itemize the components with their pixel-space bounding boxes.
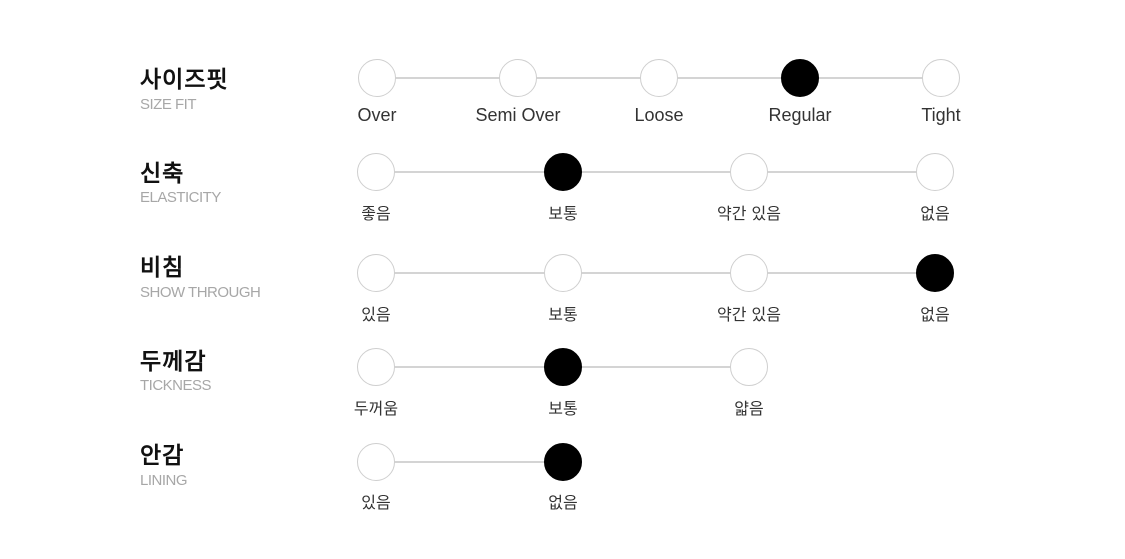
show-through-subtitle: SHOW THROUGH: [140, 284, 261, 301]
elasticity-track: [376, 171, 935, 173]
show-through-option-none[interactable]: [916, 254, 954, 292]
thickness-label-thin: 얇음: [734, 399, 764, 418]
elasticity-title: 신축: [140, 161, 185, 187]
elasticity-option-slight[interactable]: [730, 153, 768, 191]
show-through-option-yes[interactable]: [357, 254, 395, 292]
elasticity-option-none[interactable]: [916, 153, 954, 191]
thickness-label-normal: 보통: [548, 399, 578, 418]
size-fit-option-semi-over[interactable]: [499, 59, 537, 97]
show-through-label-none: 없음: [920, 305, 950, 324]
show-through-label-slight: 약간 있음: [717, 305, 781, 324]
lining-option-none[interactable]: [544, 443, 582, 481]
elasticity-label-normal: 보통: [548, 204, 578, 223]
size-fit-subtitle: SIZE FIT: [140, 96, 197, 113]
lining-track: [376, 461, 563, 463]
size-fit-option-over[interactable]: [358, 59, 396, 97]
show-through-track: [376, 272, 935, 274]
size-fit-option-tight[interactable]: [922, 59, 960, 97]
show-through-title: 비침: [140, 255, 185, 281]
lining-label-none: 없음: [548, 493, 578, 512]
elasticity-option-good[interactable]: [357, 153, 395, 191]
size-fit-label-loose: Loose: [634, 105, 684, 125]
lining-label-yes: 있음: [361, 493, 391, 512]
thickness-option-thin[interactable]: [730, 348, 768, 386]
show-through-label-normal: 보통: [548, 305, 578, 324]
thickness-option-thick[interactable]: [357, 348, 395, 386]
elasticity-label-none: 없음: [920, 204, 950, 223]
lining-subtitle: LINING: [140, 472, 188, 489]
size-fit-label-semi-over: Semi Over: [475, 105, 561, 125]
thickness-subtitle: TICKNESS: [140, 377, 212, 394]
elasticity-subtitle: ELASTICITY: [140, 189, 221, 206]
show-through-option-normal[interactable]: [544, 254, 582, 292]
thickness-option-normal[interactable]: [544, 348, 582, 386]
show-through-option-slight[interactable]: [730, 254, 768, 292]
size-fit-label-over: Over: [357, 105, 397, 125]
show-through-label-yes: 있음: [361, 305, 391, 324]
elasticity-option-normal[interactable]: [544, 153, 582, 191]
size-fit-label-tight: Tight: [921, 105, 961, 125]
thickness-title: 두께감: [140, 349, 207, 375]
size-fit-label-regular: Regular: [768, 105, 832, 125]
thickness-label-thick: 두꺼움: [353, 399, 399, 418]
lining-option-yes[interactable]: [357, 443, 395, 481]
size-fit-option-regular[interactable]: [781, 59, 819, 97]
elasticity-label-slight: 약간 있음: [717, 204, 781, 223]
size-fit-title: 사이즈핏: [140, 67, 229, 93]
size-fit-option-loose[interactable]: [640, 59, 678, 97]
elasticity-label-good: 좋음: [361, 204, 391, 223]
lining-title: 안감: [140, 443, 185, 469]
